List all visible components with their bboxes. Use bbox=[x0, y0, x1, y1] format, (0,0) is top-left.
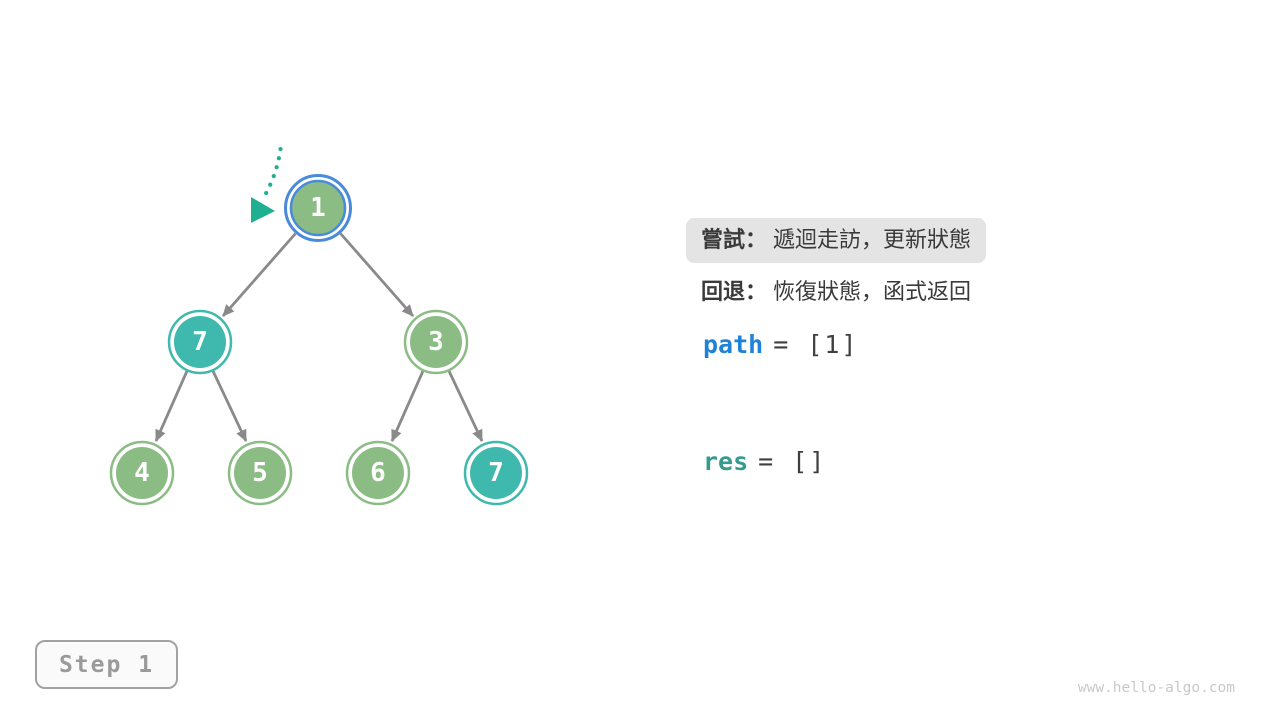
step-badge: Step 1 bbox=[35, 640, 178, 689]
node-disc bbox=[116, 447, 168, 499]
node-value: 6 bbox=[370, 458, 386, 488]
node-disc bbox=[410, 316, 462, 368]
backtrack-text: 恢復狀態，函式返回 bbox=[773, 280, 972, 305]
res-variable-line: res = [] bbox=[703, 447, 826, 476]
res-variable-name: res bbox=[703, 447, 749, 476]
path-variable-value: = [1] bbox=[773, 330, 859, 359]
backtrack-line: 回退：恢復狀態，函式返回 bbox=[701, 271, 971, 315]
edge-7-to-4 bbox=[154, 370, 189, 442]
node-value: 7 bbox=[192, 327, 208, 357]
node-disc bbox=[234, 447, 286, 499]
backtrack-label: 回退： bbox=[701, 280, 768, 305]
tree-node-7-right: 7 bbox=[463, 440, 529, 506]
edge-3-to-7 bbox=[447, 370, 484, 442]
node-value: 3 bbox=[428, 327, 444, 357]
node-value: 1 bbox=[310, 193, 326, 223]
traversal-arrowhead bbox=[251, 197, 275, 223]
node-value: 4 bbox=[134, 458, 150, 488]
path-variable-name: path bbox=[703, 330, 764, 359]
node-value: 7 bbox=[488, 458, 504, 488]
try-label: 嘗試： bbox=[701, 228, 768, 253]
try-callout: 嘗試：遞迴走訪，更新狀態 bbox=[686, 218, 987, 263]
edge-7-to-5 bbox=[211, 370, 248, 442]
step-badge-label: Step 1 bbox=[58, 651, 155, 678]
node-disc bbox=[352, 447, 404, 499]
tree-node-4: 4 bbox=[109, 440, 175, 506]
traversal-arrow-dots bbox=[262, 146, 283, 199]
tree-node-7-left: 7 bbox=[167, 309, 233, 375]
traversal-arrow bbox=[251, 146, 283, 223]
node-disc bbox=[470, 447, 522, 499]
tree-node-6: 6 bbox=[345, 440, 411, 506]
tree-node-5: 5 bbox=[227, 440, 293, 506]
edge-1-to-3 bbox=[339, 232, 415, 317]
try-text: 遞迴走訪，更新狀態 bbox=[773, 228, 972, 253]
node-disc bbox=[289, 179, 347, 237]
tree-node-1-current: 1 bbox=[284, 174, 352, 242]
node-disc bbox=[174, 316, 226, 368]
tree-edges bbox=[154, 232, 484, 442]
node-value: 5 bbox=[252, 458, 268, 488]
current-node-ring bbox=[284, 174, 352, 242]
res-variable-value: = [] bbox=[758, 447, 827, 476]
edge-1-to-7 bbox=[221, 232, 297, 317]
watermark: www.hello-algo.com bbox=[1077, 680, 1235, 696]
edge-3-to-6 bbox=[390, 370, 425, 442]
path-variable-line: path = [1] bbox=[703, 330, 858, 359]
tree-node-3: 3 bbox=[403, 309, 469, 375]
